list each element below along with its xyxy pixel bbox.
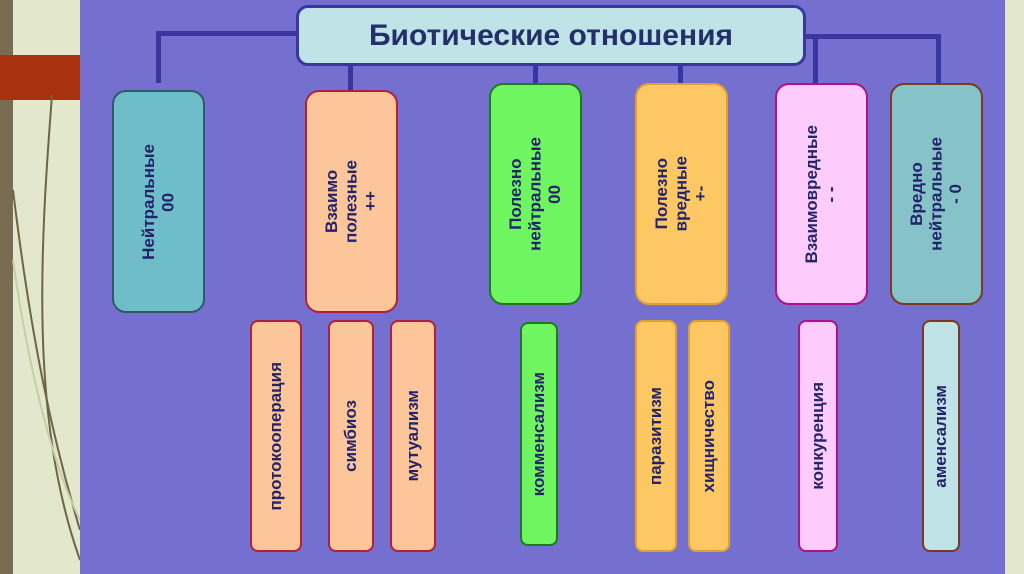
example-protocooperation: протокооперация [250,320,302,552]
example-mutualism: мутуализм [390,320,436,552]
decorative-curves [12,94,80,561]
example-label: симбиоз [341,400,361,472]
connector [804,34,941,39]
example-label: хищничество [699,379,719,493]
category-label: Вредно нейтральные - 0 [907,137,966,251]
category-harmful-neutral: Вредно нейтральные - 0 [890,83,983,305]
example-symbiosis: симбиоз [328,320,374,552]
category-neutral: Нейтральные 00 [112,90,205,313]
category-beneficial-harmful: Полезно вредные +- [635,83,728,305]
category-label: Нейтральные 00 [138,143,178,260]
example-label: протокооперация [266,361,286,511]
connector [813,34,818,84]
category-label: Полезно нейтральные 00 [506,137,565,251]
decorative-red-bar [0,55,80,100]
category-label: Взаимовредные - - [801,124,841,264]
diagram-title: Биотические отношения [296,5,806,66]
example-commensalism: комменсализм [520,322,558,546]
connector [156,31,161,83]
example-label: конкуренция [808,382,828,490]
category-label: Полезно вредные +- [652,156,711,232]
connector [348,66,353,91]
connector [936,34,941,84]
example-label: аменсализм [931,384,951,488]
category-mutually-beneficial: Взаимо полезные ++ [305,90,398,313]
example-competition: конкуренция [798,320,838,552]
example-label: мутуализм [403,390,423,482]
decorative-strip [0,0,13,574]
example-label: комменсализм [529,371,549,497]
diagram-area: Биотические отношения Нейтральные 00 Вза… [80,0,1005,574]
category-label: Взаимо полезные ++ [322,160,381,243]
category-mutually-harmful: Взаимовредные - - [775,83,868,305]
example-amensalism: аменсализм [922,320,960,552]
example-predation: хищничество [688,320,730,552]
connector [156,31,298,36]
example-label: паразитизм [646,386,666,486]
connector [678,66,683,84]
category-beneficial-neutral: Полезно нейтральные 00 [489,83,582,305]
example-parasitism: паразитизм [635,320,677,552]
connector [533,66,538,84]
